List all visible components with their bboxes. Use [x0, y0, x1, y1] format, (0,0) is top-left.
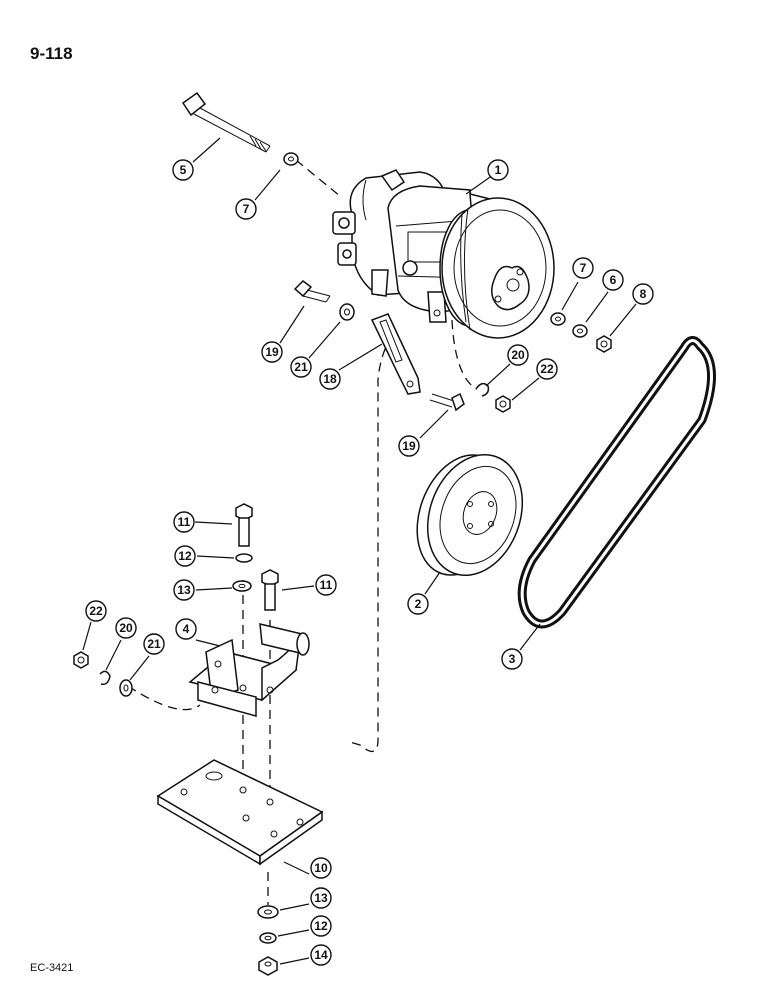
pulley-hardware	[550, 312, 612, 353]
callout-12: 12	[310, 915, 332, 937]
page-number: 9-118	[30, 44, 73, 63]
svg-text:5: 5	[180, 163, 187, 177]
svg-text:11: 11	[320, 578, 333, 592]
base-plate	[156, 759, 324, 866]
bolt	[429, 392, 465, 412]
callout-20: 20	[115, 617, 137, 639]
adjusting-bracket	[370, 313, 421, 395]
leader-lines	[82, 137, 637, 965]
callout-6: 6	[602, 269, 624, 291]
callout-18: 18	[319, 368, 341, 390]
svg-text:6: 6	[610, 273, 617, 287]
callout-21: 21	[290, 356, 312, 378]
callout-11: 11	[315, 574, 337, 596]
callout-1: 1	[487, 159, 509, 181]
svg-text:7: 7	[580, 261, 587, 275]
lock-washer	[339, 303, 355, 321]
figure-code: EC-3421	[30, 962, 74, 974]
washer	[283, 152, 299, 166]
svg-text:4: 4	[183, 622, 190, 636]
callout-5: 5	[172, 159, 194, 181]
bracket-hardware	[475, 382, 511, 413]
callout-7: 7	[572, 257, 594, 279]
bolt	[235, 503, 253, 547]
svg-text:8: 8	[640, 287, 647, 301]
lock-washer	[235, 553, 253, 563]
bolt	[261, 569, 279, 611]
bracket-side-hardware	[73, 651, 133, 697]
long-bolt	[181, 91, 271, 153]
callout-3: 3	[501, 648, 523, 670]
svg-text:13: 13	[314, 891, 328, 905]
mounting-bracket	[188, 623, 310, 717]
svg-text:20: 20	[119, 621, 133, 635]
svg-text:13: 13	[177, 583, 191, 597]
callout-19: 19	[261, 341, 283, 363]
flat-washer	[232, 580, 252, 592]
plate-hardware	[257, 905, 279, 976]
callout-21: 21	[143, 633, 165, 655]
svg-text:18: 18	[323, 372, 337, 386]
bolt	[293, 280, 331, 303]
compressor	[332, 169, 555, 339]
crankshaft-pulley	[416, 453, 524, 577]
callout-4: 4	[175, 618, 197, 640]
callout-22: 22	[536, 358, 558, 380]
callout-10: 10	[310, 857, 332, 879]
svg-text:14: 14	[314, 948, 328, 962]
svg-text:12: 12	[314, 919, 328, 933]
svg-text:12: 12	[178, 549, 192, 563]
callout-7: 7	[235, 198, 257, 220]
callout-14: 14	[310, 944, 332, 966]
svg-text:20: 20	[511, 348, 525, 362]
svg-text:22: 22	[540, 362, 554, 376]
svg-text:7: 7	[243, 202, 250, 216]
svg-text:22: 22	[89, 604, 103, 618]
callout-12: 12	[174, 545, 196, 567]
svg-text:1: 1	[495, 163, 502, 177]
svg-text:21: 21	[294, 360, 308, 374]
svg-text:19: 19	[265, 345, 279, 359]
svg-text:21: 21	[147, 637, 161, 651]
svg-text:3: 3	[509, 652, 516, 666]
callout-8: 8	[632, 283, 654, 305]
svg-text:10: 10	[314, 861, 328, 875]
callout-22: 22	[85, 600, 107, 622]
callout-20: 20	[507, 344, 529, 366]
svg-text:11: 11	[178, 515, 191, 529]
callout-19: 19	[398, 435, 420, 457]
drive-belt	[517, 336, 716, 629]
callout-2: 2	[407, 593, 429, 615]
callout-13: 13	[173, 579, 195, 601]
svg-text:19: 19	[402, 439, 416, 453]
svg-text:2: 2	[415, 597, 422, 611]
callout-11: 11	[173, 511, 195, 533]
callout-13: 13	[310, 887, 332, 909]
